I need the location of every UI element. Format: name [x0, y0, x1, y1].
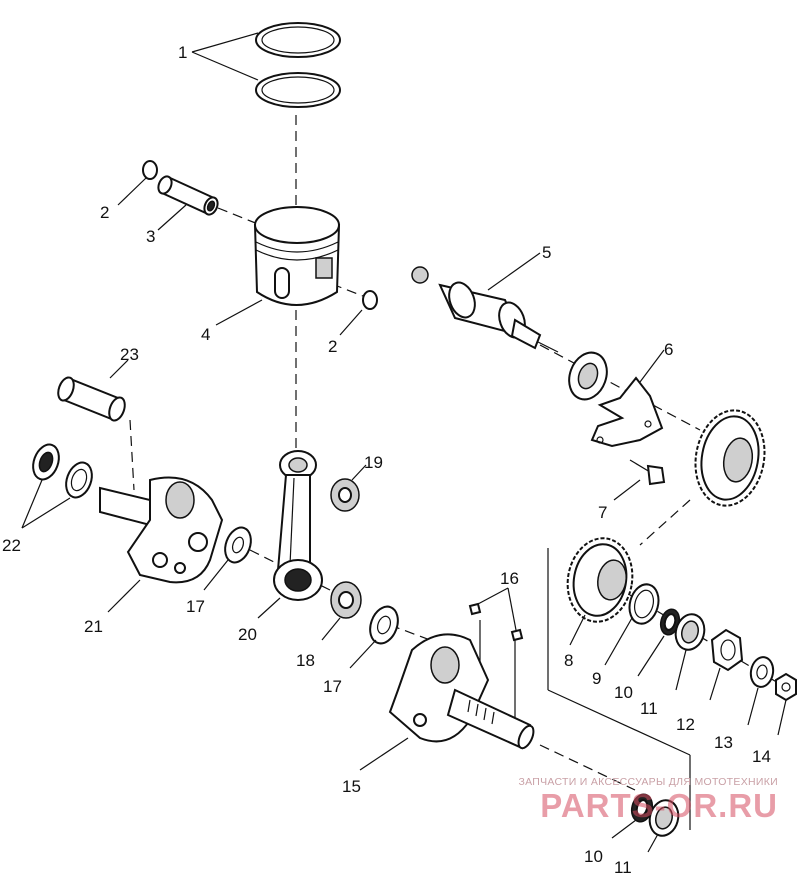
piston-pin — [157, 175, 219, 216]
callout-11a: 11 — [640, 699, 658, 718]
thrust-washer-right — [369, 605, 399, 645]
callout-17b: 17 — [323, 677, 342, 696]
balancer-gear — [694, 409, 766, 507]
callout-10b: 10 — [584, 847, 603, 866]
piston — [253, 206, 341, 306]
crank-half-right — [388, 633, 535, 750]
callout-11b: 11 — [614, 858, 632, 875]
callout-10a: 10 — [614, 683, 633, 702]
callout-1: 1 — [178, 43, 187, 62]
piston-rings — [255, 22, 341, 108]
callout-9: 9 — [592, 669, 601, 688]
crank-seals — [32, 443, 93, 499]
callout-22: 22 — [2, 536, 21, 555]
washer-13 — [749, 656, 775, 688]
circlip-left — [142, 160, 158, 180]
callout-8: 8 — [564, 651, 573, 670]
crank-half-left — [99, 476, 224, 584]
circlip-right — [362, 290, 378, 310]
washer-9 — [628, 583, 660, 625]
callout-labels: 1 2 3 4 2 5 6 7 23 19 22 21 17 20 18 17 … — [2, 43, 771, 875]
callout-14: 14 — [752, 747, 771, 766]
small-end-bearing — [330, 478, 360, 512]
callout-2b: 2 — [328, 337, 337, 356]
crank-gear — [566, 537, 634, 623]
callout-4: 4 — [201, 325, 210, 344]
callout-16: 16 — [500, 569, 519, 588]
callout-15: 15 — [342, 777, 361, 796]
callout-23: 23 — [120, 345, 139, 364]
callout-20: 20 — [238, 625, 257, 644]
callout-3: 3 — [146, 227, 155, 246]
bracket-bolt — [629, 459, 666, 486]
callout-12: 12 — [676, 715, 695, 734]
nut-12 — [710, 628, 744, 672]
big-end-bearing — [330, 581, 362, 619]
thrust-washer-left — [224, 526, 252, 564]
callout-5: 5 — [542, 243, 551, 262]
crank-pin — [57, 376, 126, 422]
bearing-11-lower — [648, 799, 680, 837]
bracket — [590, 376, 664, 448]
callout-6: 6 — [664, 340, 673, 359]
balancer-shaft — [411, 266, 559, 353]
balancer-bearing — [568, 351, 608, 401]
callout-17a: 17 — [186, 597, 205, 616]
bearing-11-upper — [674, 613, 706, 651]
callout-19: 19 — [364, 453, 383, 472]
nut-14 — [775, 672, 797, 702]
callout-21: 21 — [84, 617, 103, 636]
seal-10-lower — [630, 793, 654, 823]
callout-7: 7 — [598, 503, 607, 522]
leader-lines — [21, 32, 787, 853]
connecting-rod — [273, 450, 323, 601]
woodruff-keys — [468, 602, 524, 642]
callout-13: 13 — [714, 733, 733, 752]
callout-18: 18 — [296, 651, 315, 670]
callout-2a: 2 — [100, 203, 109, 222]
